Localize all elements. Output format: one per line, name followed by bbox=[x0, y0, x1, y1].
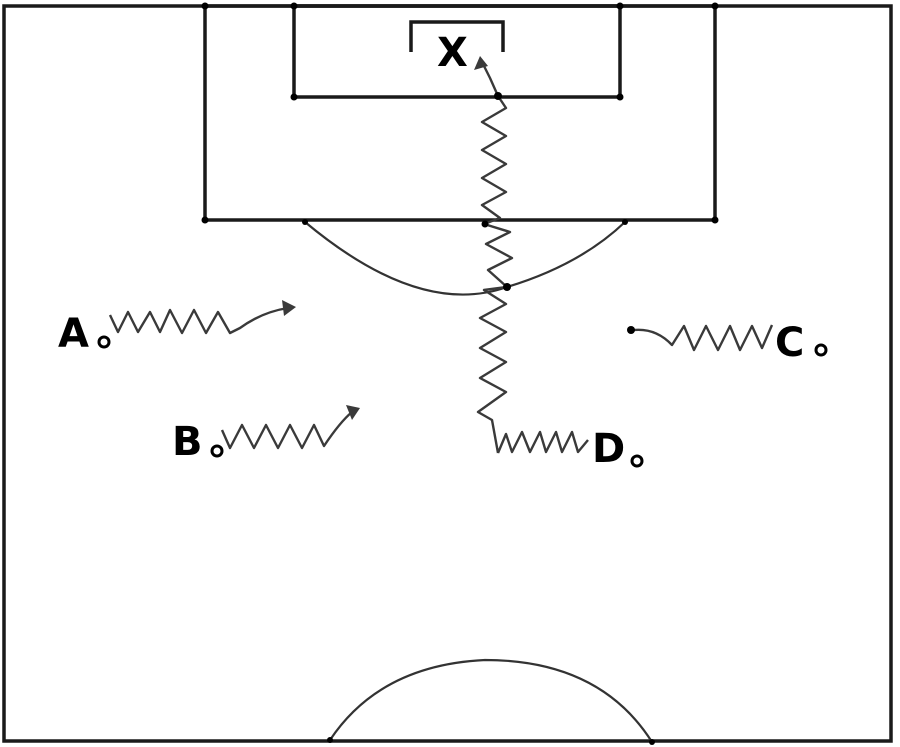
dribble-path-d-to-x bbox=[476, 61, 514, 454]
player-marker-b bbox=[210, 444, 224, 458]
path-node bbox=[503, 283, 511, 291]
player-label-d: D bbox=[592, 426, 625, 472]
player-label-c: C bbox=[775, 320, 804, 366]
arrow-head-b bbox=[346, 405, 360, 420]
player-marker-a bbox=[97, 335, 111, 349]
arrow-tail-c bbox=[627, 326, 635, 334]
dribble-path-b bbox=[220, 411, 353, 450]
arrow-head-a bbox=[282, 300, 296, 316]
pitch-boundary bbox=[2, 4, 893, 743]
player-marker-d bbox=[630, 454, 644, 468]
dribble-path-d-start bbox=[496, 430, 589, 454]
player-label-a: A bbox=[58, 311, 89, 357]
target-label: X bbox=[437, 30, 468, 76]
center-circle-arc bbox=[329, 658, 653, 743]
player-marker-c bbox=[814, 343, 828, 357]
arrow-head-x bbox=[474, 56, 488, 70]
goal-marker bbox=[409, 20, 505, 52]
dribble-path-c bbox=[633, 324, 774, 352]
penalty-arc bbox=[304, 221, 626, 296]
line-junction-nodes bbox=[201, 2, 719, 745]
goal-area bbox=[292, 4, 622, 99]
dribble-path-a bbox=[108, 306, 289, 335]
player-label-b: B bbox=[172, 419, 203, 465]
path-node bbox=[481, 220, 489, 228]
path-node bbox=[494, 92, 502, 100]
